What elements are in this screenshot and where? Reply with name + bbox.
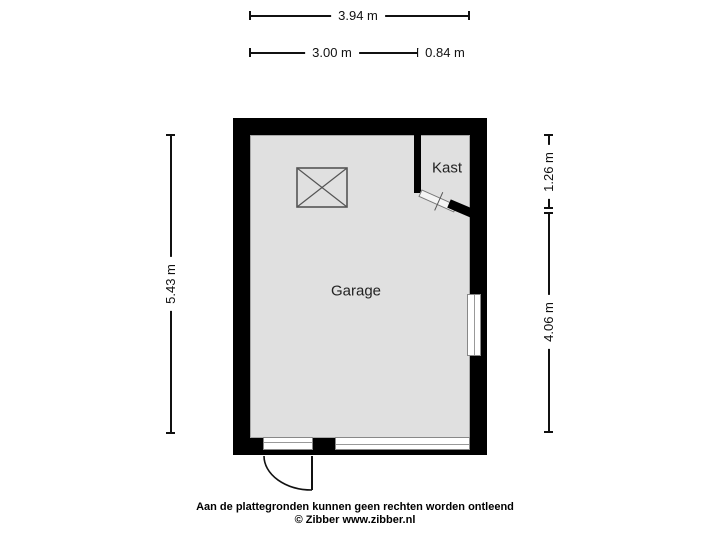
- dimension-tick: [166, 432, 175, 434]
- skylight-symbol: [296, 167, 348, 208]
- floor-area: [250, 135, 470, 438]
- right-window: [467, 294, 481, 356]
- dimension-tick: [544, 134, 553, 136]
- dimension-label-kast-height: 1.26 m: [540, 145, 558, 199]
- dimension-tick: [417, 48, 419, 57]
- dimension-tick: [249, 11, 251, 20]
- dimension-label-total-width: 3.94 m: [331, 7, 385, 25]
- dimension-label-garage-width: 3.00 m: [305, 44, 359, 62]
- room-label-garage: Garage: [330, 282, 382, 300]
- dimension-label-lower-height: 4.06 m: [540, 295, 558, 349]
- dimension-tick: [544, 212, 553, 214]
- sill-line: [264, 442, 312, 443]
- copyright-text: © Zibber www.zibber.nl: [294, 514, 416, 526]
- dimension-tick: [544, 207, 553, 209]
- room-label-kast: Kast: [431, 159, 463, 177]
- door-swing-arc: [263, 455, 313, 491]
- entry-door-sill: [263, 437, 313, 450]
- dimension-label-kast-width: 0.84 m: [418, 44, 472, 62]
- dimension-tick: [249, 48, 251, 57]
- dimension-tick: [544, 431, 553, 433]
- window-center-line: [474, 295, 475, 355]
- dimension-label-total-height: 5.43 m: [162, 257, 180, 311]
- window-center-line: [336, 443, 469, 445]
- crossed-box-icon: [296, 167, 348, 208]
- dimension-tick: [166, 134, 175, 136]
- footer: Aan de plattegronden kunnen geen rechten…: [0, 501, 710, 527]
- bottom-window: [335, 437, 470, 450]
- dimension-line-split-width: [250, 52, 469, 54]
- kast-partition-wall: [414, 135, 421, 193]
- garage-floorplan: Garage Kast: [233, 118, 487, 455]
- disclaimer-text: Aan de plattegronden kunnen geen rechten…: [196, 501, 514, 513]
- dimension-tick: [468, 11, 470, 20]
